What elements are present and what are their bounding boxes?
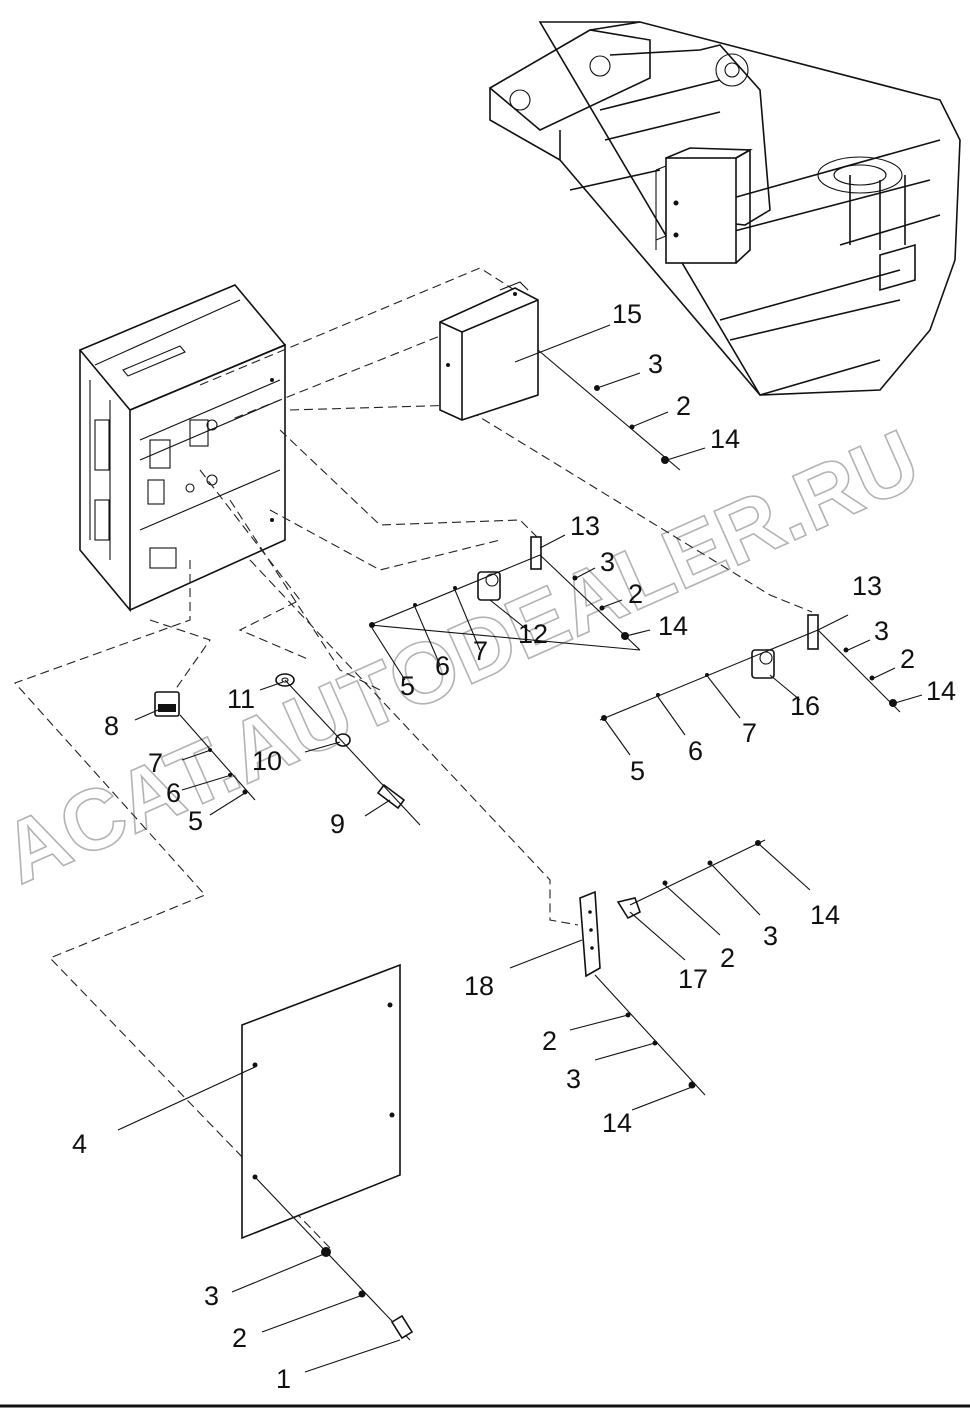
callout-15: 15 bbox=[612, 299, 642, 329]
callout-11: 11 bbox=[227, 684, 255, 714]
callout-3: 3 bbox=[763, 921, 778, 951]
part-3-washer-lower bbox=[321, 1247, 331, 1257]
callout-2: 2 bbox=[900, 644, 915, 674]
callout-3: 3 bbox=[600, 547, 615, 577]
part-15-control-box bbox=[439, 281, 539, 421]
assembly-guide-lines bbox=[14, 267, 813, 1249]
callout-6: 6 bbox=[166, 778, 181, 808]
part-12-relay bbox=[477, 571, 501, 601]
part-13-plate bbox=[530, 536, 542, 570]
callout-3: 3 bbox=[874, 616, 889, 646]
callout-8: 8 bbox=[104, 711, 119, 741]
callout-3: 3 bbox=[204, 1281, 219, 1311]
part-8-switch bbox=[154, 691, 180, 717]
part-9-bolt bbox=[376, 783, 406, 810]
callout-2: 2 bbox=[542, 1026, 557, 1056]
callout-14: 14 bbox=[602, 1108, 632, 1138]
part-2-washer-lower bbox=[358, 1290, 366, 1298]
callout-3: 3 bbox=[566, 1064, 581, 1094]
part-17-connector bbox=[616, 897, 641, 920]
callout-5: 5 bbox=[400, 671, 415, 701]
callout-9: 9 bbox=[330, 809, 345, 839]
callout-2: 2 bbox=[720, 943, 735, 973]
callout-6: 6 bbox=[435, 651, 450, 681]
callout-18: 18 bbox=[464, 971, 494, 1001]
callout-7: 7 bbox=[742, 718, 757, 748]
part-18-bracket bbox=[579, 890, 601, 978]
callout-17: 17 bbox=[678, 964, 708, 994]
leader-lines bbox=[117, 324, 923, 1373]
callout-13: 13 bbox=[570, 511, 600, 541]
callout-1: 1 bbox=[276, 1364, 291, 1394]
callout-16: 16 bbox=[790, 691, 820, 721]
callout-6: 6 bbox=[688, 736, 703, 766]
callout-14: 14 bbox=[710, 424, 740, 454]
callout-2: 2 bbox=[628, 579, 643, 609]
watermark-text: ACAT.AUTODEALER.RU bbox=[0, 412, 933, 903]
callout-5: 5 bbox=[630, 756, 645, 786]
part-10-washer bbox=[335, 733, 351, 747]
callout-12: 12 bbox=[518, 619, 548, 649]
callout-7: 7 bbox=[148, 748, 163, 778]
part-1-bolt bbox=[390, 1314, 414, 1340]
chassis-frame bbox=[488, 21, 961, 396]
callout-14: 14 bbox=[658, 611, 688, 641]
callout-2: 2 bbox=[676, 391, 691, 421]
callout-4: 4 bbox=[72, 1129, 87, 1159]
part-16-relay bbox=[751, 649, 775, 679]
part-3-washer bbox=[594, 385, 600, 391]
callout-14: 14 bbox=[926, 676, 956, 706]
part-14-nut bbox=[661, 456, 669, 464]
callout-14: 14 bbox=[810, 900, 840, 930]
callout-13: 13 bbox=[852, 571, 882, 601]
callout-10: 10 bbox=[252, 746, 282, 776]
callout-3: 3 bbox=[648, 349, 663, 379]
electrical-cabinet bbox=[78, 284, 287, 613]
callout-7: 7 bbox=[473, 636, 488, 666]
part-4-cover-plate bbox=[241, 963, 401, 1240]
callout-2: 2 bbox=[232, 1323, 247, 1353]
callout-labels: 15 3 2 14 13 3 2 14 12 5 6 7 13 3 2 14 1… bbox=[72, 299, 956, 1394]
part-2-washer bbox=[629, 424, 635, 430]
callout-5: 5 bbox=[188, 806, 203, 836]
